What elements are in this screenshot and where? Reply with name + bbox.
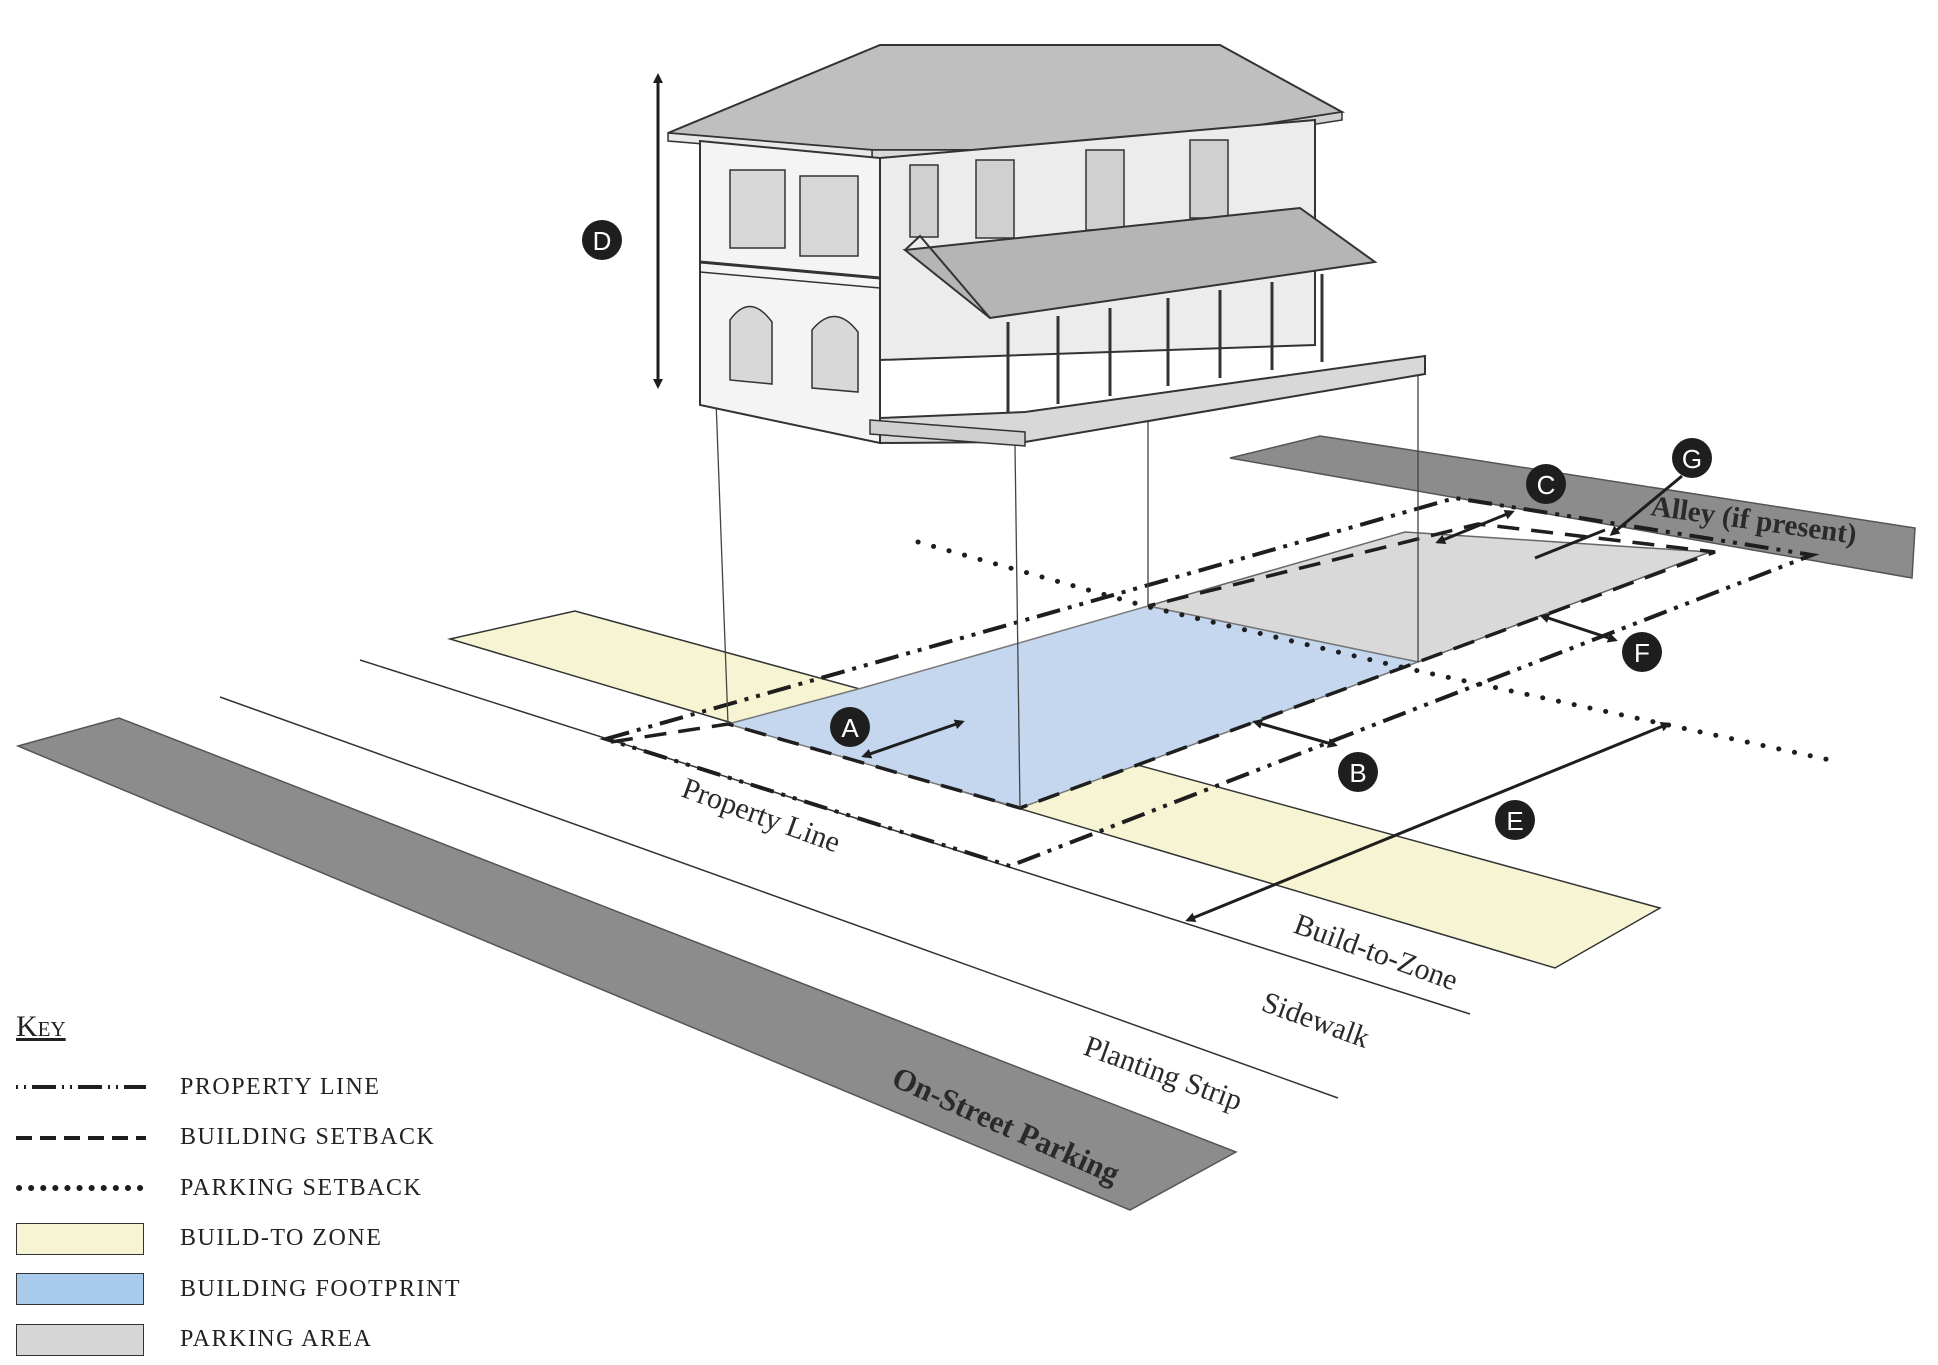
legend-label: BUILD-TO ZONE — [180, 1225, 382, 1252]
svg-text:F: F — [1634, 638, 1650, 668]
legend-item-property-line: PROPERTY LINE — [16, 1062, 576, 1113]
building-footprint-swatch — [16, 1273, 144, 1305]
legend-label: BUILDING FOOTPRINT — [180, 1276, 461, 1303]
property-line-swatch — [16, 1070, 146, 1104]
badge-d: D — [582, 220, 622, 260]
badge-b: B — [1338, 752, 1378, 792]
svg-text:A: A — [841, 713, 859, 743]
label-property-line: Property Line — [678, 772, 845, 860]
svg-text:G: G — [1682, 444, 1702, 474]
badge-f: F — [1622, 632, 1662, 672]
build-to-zone-swatch — [16, 1223, 144, 1255]
svg-text:B: B — [1349, 758, 1366, 788]
legend-item-building-setback: BUILDING SETBACK — [16, 1113, 576, 1164]
badge-g: G — [1672, 438, 1712, 478]
badge-a: A — [830, 707, 870, 747]
building-setback-swatch — [16, 1121, 146, 1155]
parking-area-swatch — [16, 1324, 144, 1356]
legend-item-parking-area: PARKING AREA — [16, 1315, 576, 1365]
legend-label: PROPERTY LINE — [180, 1074, 381, 1101]
badge-e: E — [1495, 800, 1535, 840]
legend: Key PROPERTY LINE BUILDING SETBACK PARKI… — [16, 1010, 576, 1365]
svg-text:E: E — [1506, 806, 1523, 836]
arrow-b — [1255, 722, 1335, 745]
arrow-f — [1542, 616, 1615, 640]
svg-text:D: D — [593, 226, 612, 256]
legend-label: PARKING AREA — [180, 1326, 372, 1353]
legend-label: PARKING SETBACK — [180, 1175, 422, 1202]
badge-c: C — [1526, 464, 1566, 504]
legend-item-parking-setback: PARKING SETBACK — [16, 1163, 576, 1214]
legend-title: Key — [16, 1010, 576, 1044]
legend-label: BUILDING SETBACK — [180, 1124, 435, 1151]
legend-item-building-footprint: BUILDING FOOTPRINT — [16, 1264, 576, 1315]
house-illustration — [668, 45, 1425, 446]
parking-setback-swatch — [16, 1171, 146, 1205]
svg-text:C: C — [1537, 470, 1556, 500]
label-sidewalk: Sidewalk — [1258, 986, 1374, 1055]
legend-item-build-to-zone: BUILD-TO ZONE — [16, 1214, 576, 1265]
